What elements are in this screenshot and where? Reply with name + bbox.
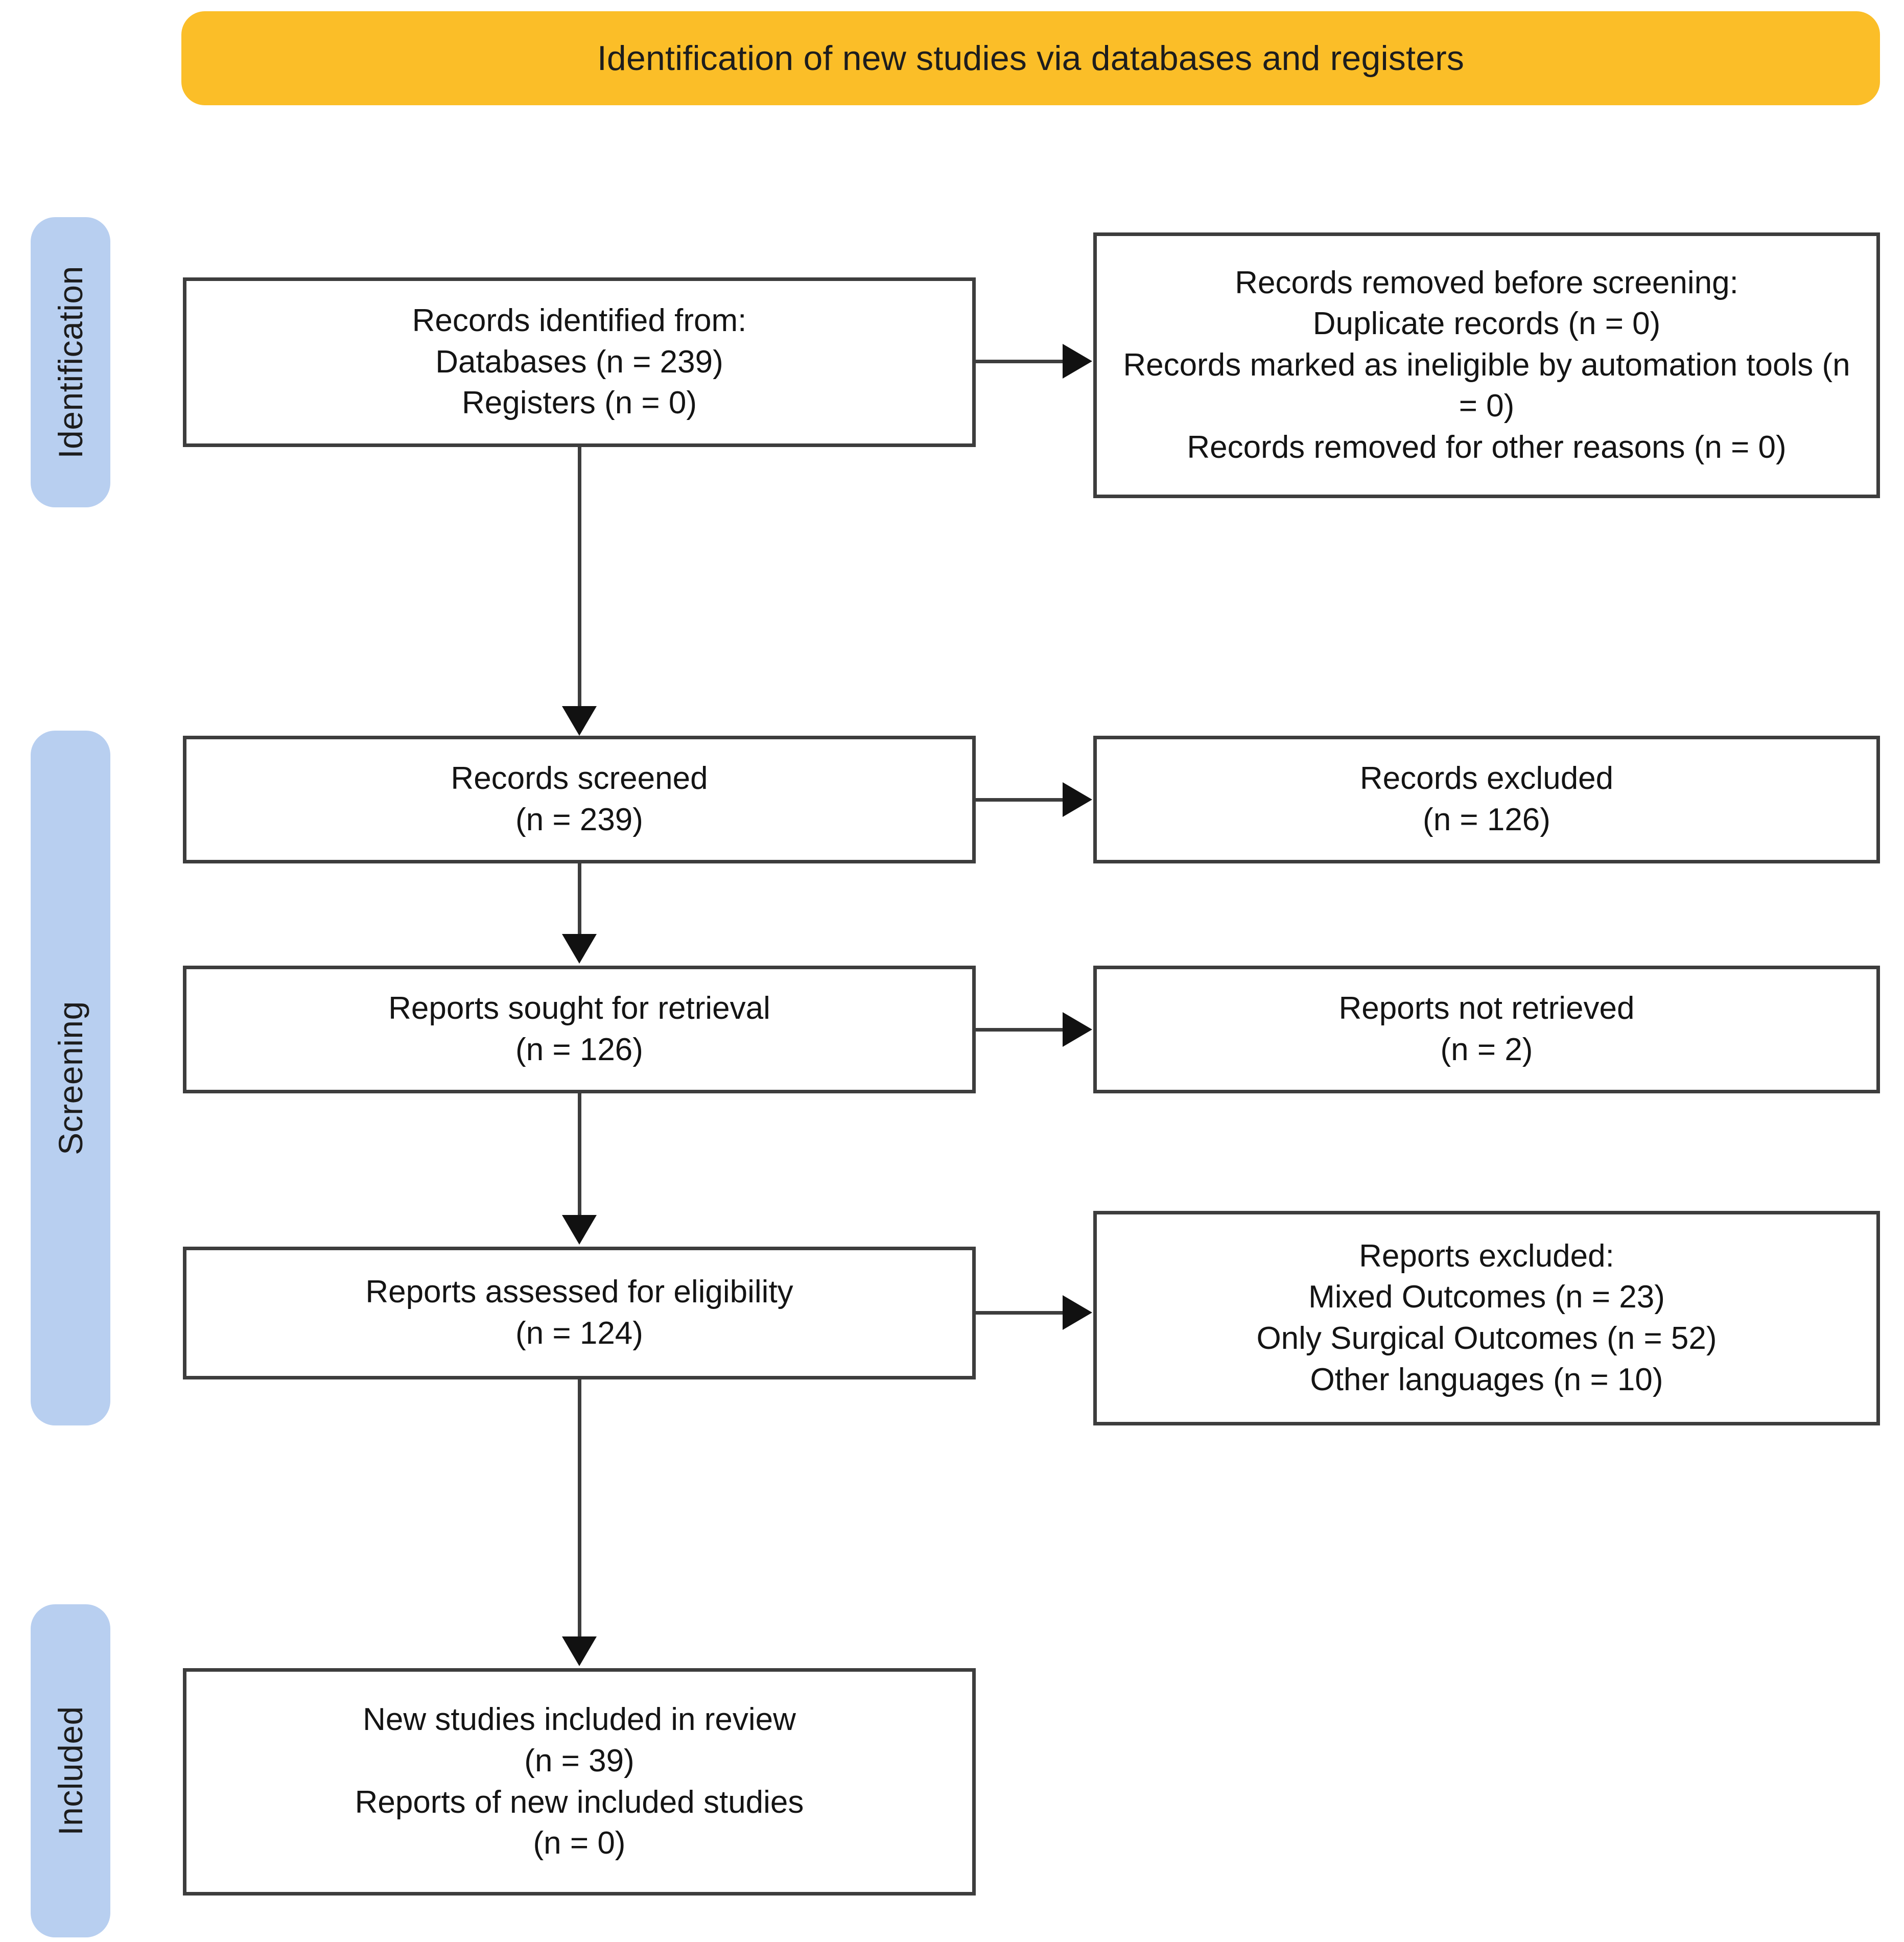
box-line: Registers (n = 0) <box>461 385 697 421</box>
connector-sought-to-assessed <box>578 1093 581 1216</box>
box-reports-sought: Reports sought for retrieval (n = 126) <box>183 966 976 1093</box>
connector-screened-to-sought <box>578 863 581 935</box>
connector-assessed-to-included <box>578 1379 581 1637</box>
box-reports-not-retrieved: Reports not retrieved (n = 2) <box>1093 966 1880 1093</box>
box-records-identified: Records identified from: Databases (n = … <box>183 277 976 447</box>
box-records-screened: Records screened (n = 239) <box>183 736 976 863</box>
box-line: Reports assessed for eligibility <box>365 1274 793 1310</box>
connector-screened-to-excluded <box>976 798 1065 802</box>
box-line: Duplicate records (n = 0) <box>1312 306 1661 342</box>
stage-label-included: Included <box>31 1604 110 1937</box>
stage-label-screening-text: Screening <box>52 1001 90 1155</box>
box-line: (n = 0) <box>533 1826 626 1861</box>
box-line: Reports excluded: <box>1359 1238 1614 1274</box>
box-line: Databases (n = 239) <box>435 344 723 380</box>
box-new-studies-included: New studies included in review (n = 39) … <box>183 1668 976 1896</box>
box-reports-assessed: Reports assessed for eligibility (n = 12… <box>183 1247 976 1379</box>
arrowhead-down-to-assessed <box>562 1215 597 1245</box>
arrowhead-down-to-screened <box>562 706 597 736</box>
arrowhead-right-to-removed <box>1063 344 1092 379</box>
box-line: Records identified from: <box>412 303 747 339</box>
box-line: (n = 239) <box>515 802 643 837</box>
connector-sought-to-notretrieved <box>976 1028 1065 1032</box>
box-line: Records removed before screening: <box>1235 265 1738 300</box>
arrowhead-right-to-reportsexcluded <box>1063 1295 1092 1330</box>
box-line: (n = 126) <box>1423 802 1550 837</box>
arrowhead-right-to-excluded <box>1063 782 1092 817</box>
stage-label-identification-text: Identification <box>52 266 90 459</box>
diagram-header-banner: Identification of new studies via databa… <box>181 11 1880 105</box>
stage-label-screening: Screening <box>31 731 110 1425</box>
box-reports-excluded: Reports excluded: Mixed Outcomes (n = 23… <box>1093 1211 1880 1425</box>
box-line: New studies included in review <box>363 1702 796 1738</box>
box-line: Records screened <box>451 761 708 797</box>
stage-label-identification: Identification <box>31 217 110 507</box>
box-line: Records excluded <box>1359 761 1614 797</box>
box-line: (n = 2) <box>1440 1032 1533 1067</box>
box-line: Reports of new included studies <box>355 1784 804 1820</box>
connector-assessed-to-reportsexcluded <box>976 1311 1065 1315</box>
arrowhead-down-to-included <box>562 1636 597 1666</box>
box-records-excluded: Records excluded (n = 126) <box>1093 736 1880 863</box>
box-line: Reports not retrieved <box>1338 991 1635 1026</box>
box-line: Only Surgical Outcomes (n = 52) <box>1256 1321 1717 1356</box>
box-line: (n = 124) <box>515 1316 643 1351</box>
box-line: Mixed Outcomes (n = 23) <box>1308 1279 1665 1315</box>
box-records-removed: Records removed before screening: Duplic… <box>1093 232 1880 498</box>
arrowhead-down-to-sought <box>562 934 597 964</box>
box-line: Other languages (n = 10) <box>1310 1362 1663 1397</box>
box-line: Records removed for other reasons (n = 0… <box>1187 429 1787 465</box>
box-line: Records marked as ineligible by automati… <box>1123 347 1859 424</box>
connector-identified-to-removed <box>976 360 1065 363</box>
arrowhead-right-to-notretrieved <box>1063 1012 1092 1047</box>
box-line: (n = 39) <box>524 1743 634 1779</box>
stage-label-included-text: Included <box>52 1706 89 1836</box>
box-line: (n = 126) <box>515 1032 643 1067</box>
box-line: Reports sought for retrieval <box>388 991 770 1026</box>
connector-identified-to-screened <box>578 447 581 708</box>
banner-title: Identification of new studies via databa… <box>597 39 1465 78</box>
